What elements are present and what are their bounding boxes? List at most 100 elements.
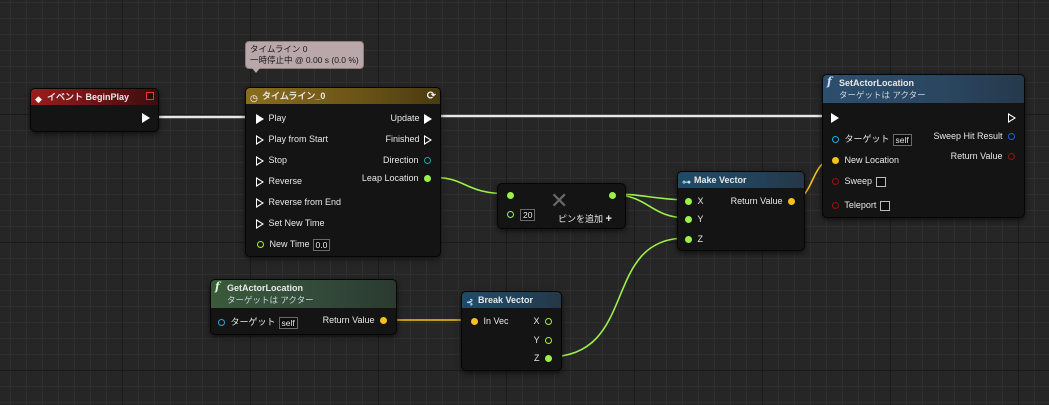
exec-pin-icon <box>142 112 150 123</box>
vector-pin-icon <box>380 317 387 325</box>
add-pin-label: ピンを追加 <box>558 214 604 224</box>
pin-label: Stop <box>268 155 288 165</box>
break-vector-z-pin[interactable]: Z <box>534 352 555 364</box>
make-vector-y-pin[interactable]: Y <box>682 213 703 225</box>
new-time-input[interactable]: 0.0 <box>312 238 331 251</box>
float-pin-icon <box>685 198 692 206</box>
timeline-leap-location-pin[interactable]: Leap Location <box>362 172 434 184</box>
exec-pin-icon <box>1008 112 1016 123</box>
function-icon: f <box>215 280 220 293</box>
delegate-pin-icon[interactable] <box>146 92 154 100</box>
vector-pin-icon <box>832 157 839 165</box>
get-actor-location-return-pin[interactable]: Return Value <box>323 314 390 326</box>
plus-icon: + <box>605 213 612 225</box>
pin-label: Y <box>533 335 540 345</box>
add-output-pin[interactable] <box>606 189 619 201</box>
tooltip-status: 一時停止中 @ 0.00 s (0.0 %) <box>250 55 359 65</box>
break-vector-title: Break Vector <box>478 295 534 305</box>
add-operator-icon: ✕ <box>550 188 569 213</box>
timeline-node[interactable]: ◷ タイムライン_0 ⟳ Play Play from Start Stop R… <box>245 87 441 257</box>
pin-label: Play <box>268 113 287 123</box>
set-actor-location-exec-in[interactable] <box>829 111 841 123</box>
float-pin-icon <box>257 241 264 249</box>
timeline-stop-pin[interactable]: Stop <box>254 154 287 166</box>
enum-pin-icon <box>424 157 431 165</box>
pin-label: Z <box>533 353 540 363</box>
timeline-reverse-pin[interactable]: Reverse <box>254 175 302 187</box>
pin-label: Reverse from End <box>268 197 342 207</box>
set-actor-location-new-location-pin[interactable]: New Location <box>829 154 899 166</box>
float-pin-icon <box>685 216 692 224</box>
set-actor-location-sweep-hit-pin[interactable]: Sweep Hit Result <box>933 130 1018 142</box>
make-vector-node[interactable]: ⊶ Make Vector X Y Z Return Value <box>677 171 805 251</box>
begin-play-node[interactable]: ◆ イベント BeginPlay <box>30 88 159 132</box>
vector-pin-icon <box>788 198 795 206</box>
tooltip-title: タイムライン 0 <box>250 44 308 54</box>
pin-label: X <box>697 196 704 206</box>
teleport-checkbox[interactable] <box>880 200 891 211</box>
make-vector-x-pin[interactable]: X <box>682 195 704 207</box>
vector-pin-icon <box>471 318 478 326</box>
set-actor-location-subtitle: ターゲットは アクター <box>839 90 926 100</box>
pin-label: Return Value <box>322 315 375 325</box>
exec-pin-icon <box>256 155 264 166</box>
timeline-update-pin[interactable]: Update <box>390 112 434 124</box>
timeline-header[interactable]: ◷ タイムライン_0 ⟳ <box>246 88 440 104</box>
target-self-value[interactable]: self <box>278 316 298 329</box>
timeline-finished-pin[interactable]: Finished <box>385 133 434 145</box>
break-vector-in-vec-pin[interactable]: In Vec <box>468 315 509 327</box>
timeline-reverse-from-end-pin[interactable]: Reverse from End <box>254 196 341 208</box>
begin-play-header[interactable]: ◆ イベント BeginPlay <box>31 89 158 105</box>
set-actor-location-title: SetActorLocation <box>839 78 915 88</box>
set-actor-location-sweep-pin[interactable]: Sweep <box>829 175 887 187</box>
begin-play-exec-out[interactable] <box>140 111 152 123</box>
sweep-checkbox[interactable] <box>876 176 887 187</box>
pin-label: Z <box>697 234 704 244</box>
set-actor-location-header[interactable]: f SetActorLocation ターゲットは アクター <box>823 75 1024 103</box>
timeline-direction-pin[interactable]: Direction <box>383 154 434 166</box>
get-actor-location-header[interactable]: f GetActorLocation ターゲットは アクター <box>211 280 396 308</box>
add-float-node[interactable]: ✕ 20 ピンを追加 + <box>497 183 626 229</box>
float-wire-breakz-makez <box>547 237 687 358</box>
make-vector-z-pin[interactable]: Z <box>682 233 703 245</box>
target-self-value[interactable]: self <box>892 133 912 146</box>
pin-label: New Location <box>844 155 900 165</box>
add-input-a-pin[interactable] <box>504 189 517 201</box>
break-vector-node[interactable]: ⊰ Break Vector In Vec X Y Z <box>461 291 562 371</box>
event-diamond-icon: ◆ <box>35 94 42 104</box>
add-input-b-pin[interactable]: 20 <box>504 208 536 221</box>
set-actor-location-exec-out[interactable] <box>1006 111 1018 123</box>
exec-pin-icon <box>424 113 432 124</box>
pin-label: Sweep Hit Result <box>933 131 1003 141</box>
object-pin-icon <box>218 319 225 327</box>
timeline-title: タイムライン_0 <box>262 91 326 101</box>
add-pin-button[interactable]: ピンを追加 + <box>558 213 612 225</box>
make-vector-return-pin[interactable]: Return Value <box>731 195 798 207</box>
break-vector-y-pin[interactable]: Y <box>534 334 555 346</box>
timeline-play-pin[interactable]: Play <box>254 112 286 124</box>
get-actor-location-subtitle: ターゲットは アクター <box>227 295 314 305</box>
set-actor-location-teleport-pin[interactable]: Teleport <box>829 199 891 211</box>
struct-icon: ⊶ <box>682 177 691 187</box>
bool-pin-icon <box>832 202 839 210</box>
function-icon: f <box>827 75 832 88</box>
add-input-b-value[interactable]: 20 <box>520 208 536 221</box>
make-vector-header[interactable]: ⊶ Make Vector <box>678 172 804 188</box>
clock-icon: ◷ <box>250 93 258 103</box>
exec-pin-icon <box>256 176 264 187</box>
pin-label: Set New Time <box>268 218 325 228</box>
break-vector-x-pin[interactable]: X <box>533 315 555 327</box>
struct-pin-icon <box>1008 133 1015 141</box>
pin-label: ターゲット <box>844 134 890 144</box>
timeline-play-from-start-pin[interactable]: Play from Start <box>254 133 328 145</box>
set-actor-location-return-pin[interactable]: Return Value <box>951 150 1018 162</box>
break-vector-header[interactable]: ⊰ Break Vector <box>462 292 561 308</box>
bool-pin-icon <box>832 178 839 186</box>
timeline-set-new-time-pin[interactable]: Set New Time <box>254 217 325 229</box>
exec-pin-icon <box>256 197 264 208</box>
